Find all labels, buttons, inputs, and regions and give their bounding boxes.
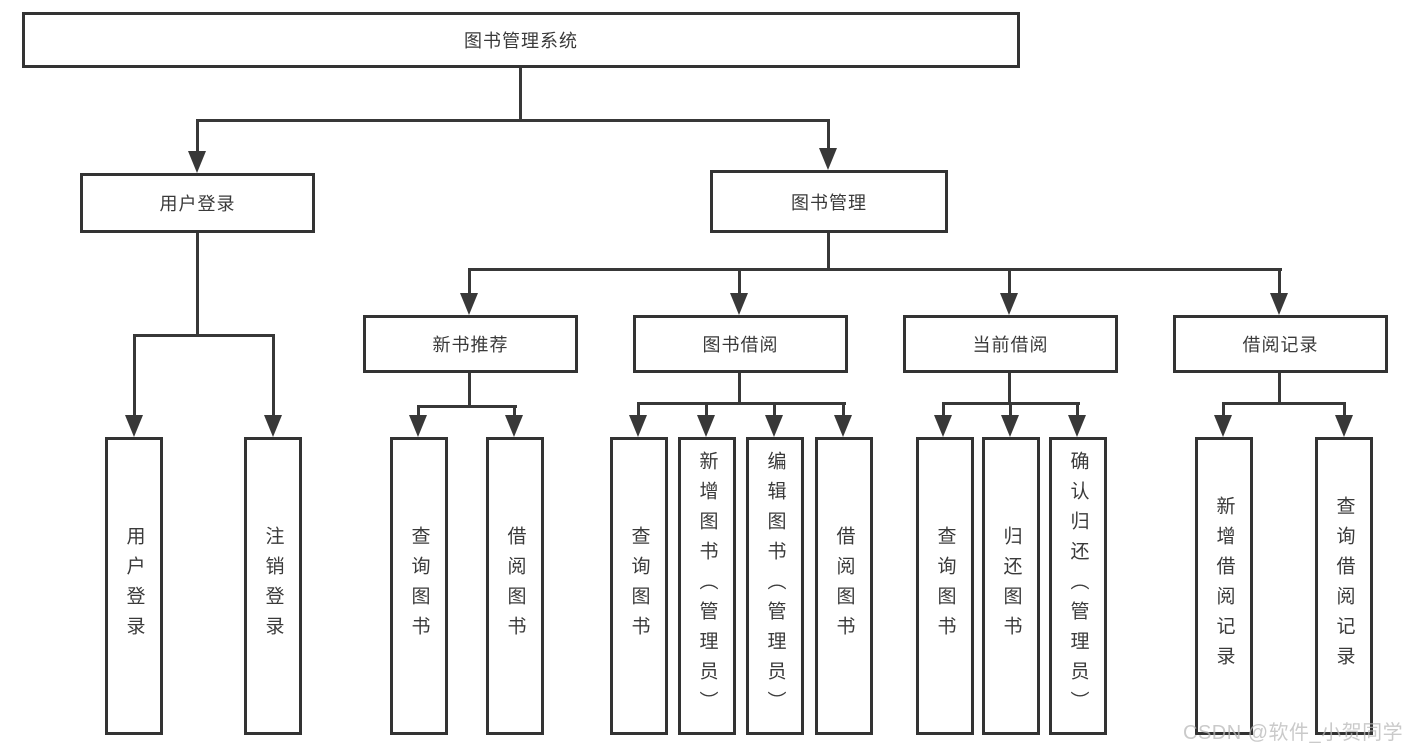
connector-current-leaf1 bbox=[942, 402, 945, 418]
node-user-login: 用户登录 bbox=[80, 173, 315, 233]
leaf-borrow-query-books-label: 查询图书 bbox=[628, 526, 650, 646]
arrow-borrow-add bbox=[697, 415, 715, 437]
connector-newbook-leaf1 bbox=[417, 405, 420, 419]
leaf-borrow-add-books-admin-label: 新增图书（管理员） bbox=[696, 451, 718, 721]
leaf-borrow-borrow-books: 借阅图书 bbox=[815, 437, 873, 735]
leaf-borrow-query-books: 查询图书 bbox=[610, 437, 668, 735]
connector-borrow-leaf2 bbox=[705, 402, 708, 418]
leaf-borrow-borrow-books-label: 借阅图书 bbox=[833, 526, 855, 646]
leaf-current-return-books-label: 归还图书 bbox=[1000, 526, 1022, 646]
connector-borrow-leaf1 bbox=[637, 402, 640, 418]
arrow-records-add bbox=[1214, 415, 1232, 437]
leaf-borrow-add-books-admin: 新增图书（管理员） bbox=[678, 437, 736, 735]
arrow-to-book-borrowing bbox=[730, 293, 748, 315]
connector-borrow-leaf4 bbox=[842, 402, 845, 418]
node-book-borrowing: 图书借阅 bbox=[633, 315, 848, 373]
leaf-borrow-edit-books-admin: 编辑图书（管理员） bbox=[746, 437, 804, 735]
arrow-to-book-management bbox=[819, 148, 837, 170]
leaf-current-query-books-label: 查询图书 bbox=[934, 526, 956, 646]
connector-records-leaf2 bbox=[1343, 402, 1346, 418]
connector-to-current bbox=[1008, 268, 1011, 296]
node-root-system: 图书管理系统 bbox=[22, 12, 1020, 68]
connector-borrow-down bbox=[738, 373, 741, 405]
connector-user-to-leaf2 bbox=[272, 334, 275, 418]
connector-borrow-horizontal bbox=[637, 402, 846, 405]
connector-root-horizontal bbox=[196, 119, 830, 122]
arrow-to-borrowing-records bbox=[1270, 293, 1288, 315]
leaf-records-query-record-label: 查询借阅记录 bbox=[1333, 496, 1355, 676]
connector-newbook-horizontal bbox=[417, 405, 517, 408]
connector-newbook-leaf2 bbox=[513, 405, 516, 419]
connector-to-newbook bbox=[468, 268, 471, 296]
connector-records-leaf1 bbox=[1222, 402, 1225, 418]
arrow-current-return bbox=[1001, 415, 1019, 437]
node-current-borrowing-label: 当前借阅 bbox=[972, 335, 1049, 355]
arrow-borrow-query bbox=[629, 415, 647, 437]
connector-records-horizontal bbox=[1222, 402, 1346, 405]
node-borrowing-records: 借阅记录 bbox=[1173, 315, 1388, 373]
arrow-current-confirm bbox=[1068, 415, 1086, 437]
connector-current-down bbox=[1008, 373, 1011, 405]
leaf-current-return-books: 归还图书 bbox=[982, 437, 1040, 735]
node-new-book-recommend: 新书推荐 bbox=[363, 315, 578, 373]
arrow-to-new-book-recommend bbox=[460, 293, 478, 315]
leaf-current-confirm-return-admin: 确认归还（管理员） bbox=[1049, 437, 1107, 735]
connector-newbook-down bbox=[468, 373, 471, 408]
leaf-records-add-record-label: 新增借阅记录 bbox=[1213, 496, 1235, 676]
connector-bookmgmt-horizontal bbox=[468, 268, 1282, 271]
connector-root-to-bookmgmt bbox=[827, 119, 830, 155]
node-root-label: 图书管理系统 bbox=[464, 31, 578, 51]
leaf-newbook-borrow-books-label: 借阅图书 bbox=[504, 526, 526, 646]
leaf-borrow-edit-books-admin-label: 编辑图书（管理员） bbox=[764, 451, 786, 721]
node-book-management-label: 图书管理 bbox=[791, 192, 867, 213]
node-book-borrowing-label: 图书借阅 bbox=[702, 335, 779, 355]
csdn-watermark: CSDN @软件_小贺同学 bbox=[1183, 722, 1404, 744]
arrow-to-user-login bbox=[188, 151, 206, 173]
connector-user-down bbox=[196, 233, 199, 337]
leaf-current-query-books: 查询图书 bbox=[916, 437, 974, 735]
connector-borrow-leaf3 bbox=[773, 402, 776, 418]
leaf-logout-label: 注销登录 bbox=[262, 526, 284, 646]
arrow-newbook-query bbox=[409, 415, 427, 437]
leaf-records-add-record: 新增借阅记录 bbox=[1195, 437, 1253, 735]
connector-current-leaf3 bbox=[1076, 402, 1079, 418]
connector-to-borrow bbox=[738, 268, 741, 296]
arrow-to-leaf-user-login bbox=[125, 415, 143, 437]
connector-user-horizontal bbox=[133, 334, 275, 337]
connector-records-down bbox=[1278, 373, 1281, 405]
arrow-to-current-borrowing bbox=[1000, 293, 1018, 315]
arrow-records-query bbox=[1335, 415, 1353, 437]
node-book-management: 图书管理 bbox=[710, 170, 948, 233]
leaf-newbook-query-books-label: 查询图书 bbox=[408, 526, 430, 646]
connector-user-to-leaf1 bbox=[133, 334, 136, 418]
leaf-newbook-borrow-books: 借阅图书 bbox=[486, 437, 544, 735]
arrow-to-leaf-logout bbox=[264, 415, 282, 437]
leaf-logout: 注销登录 bbox=[244, 437, 302, 735]
leaf-records-query-record: 查询借阅记录 bbox=[1315, 437, 1373, 735]
connector-bookmgmt-down bbox=[827, 233, 830, 271]
arrow-newbook-borrow bbox=[505, 415, 523, 437]
leaf-newbook-query-books: 查询图书 bbox=[390, 437, 448, 735]
arrow-borrow-borrow bbox=[834, 415, 852, 437]
arrow-borrow-edit bbox=[765, 415, 783, 437]
arrow-current-query bbox=[934, 415, 952, 437]
leaf-user-login: 用户登录 bbox=[105, 437, 163, 735]
connector-to-records bbox=[1278, 268, 1281, 296]
leaf-current-confirm-return-admin-label: 确认归还（管理员） bbox=[1067, 451, 1089, 721]
connector-root-to-user bbox=[196, 119, 199, 155]
connector-current-leaf2 bbox=[1009, 402, 1012, 418]
node-user-login-label: 用户登录 bbox=[159, 194, 236, 214]
node-borrowing-records-label: 借阅记录 bbox=[1242, 335, 1319, 355]
node-current-borrowing: 当前借阅 bbox=[903, 315, 1118, 373]
connector-root-down bbox=[519, 68, 522, 122]
node-new-book-recommend-label: 新书推荐 bbox=[432, 335, 509, 355]
leaf-user-login-label: 用户登录 bbox=[123, 526, 145, 646]
